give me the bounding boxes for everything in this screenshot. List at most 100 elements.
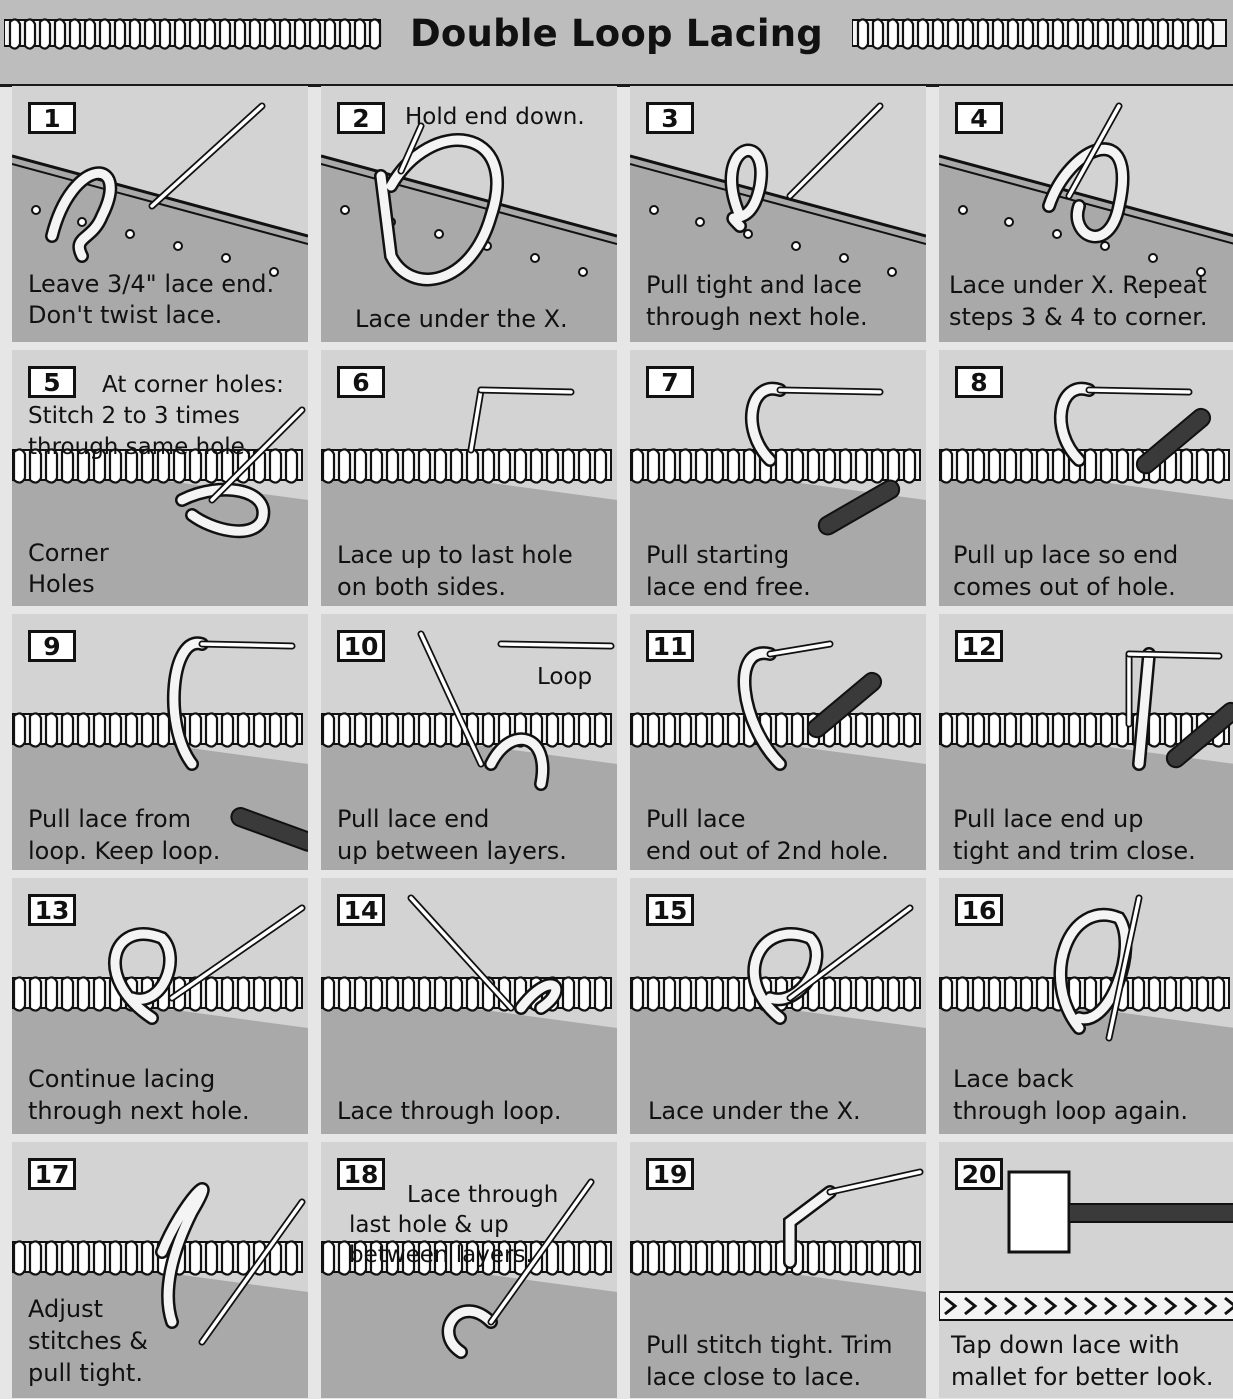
- laced-stitch: [339, 713, 350, 746]
- needle: [481, 390, 571, 392]
- step-panel-10: 10 Loop Pull lace end up between layers.: [321, 614, 617, 870]
- laced-stitch: [286, 449, 297, 482]
- step-caption-line: Leave 3/4" lace end.: [28, 269, 274, 300]
- laced-stitch: [563, 1241, 574, 1274]
- needle: [501, 644, 611, 646]
- step-caption-line: lace close to lace.: [646, 1362, 861, 1393]
- laced-stitch: [286, 713, 297, 746]
- step-number: 1: [28, 102, 76, 134]
- lacing-border-right-icon: [852, 8, 1230, 58]
- laced-stitch: [46, 977, 57, 1010]
- punched-hole: [174, 242, 182, 250]
- laced-stitch: [1085, 713, 1096, 746]
- mallet-head: [1009, 1172, 1069, 1252]
- laced-stitch: [270, 713, 281, 746]
- laced-stitch: [1181, 449, 1192, 482]
- laced-stitch: [1101, 713, 1112, 746]
- laced-stitch: [941, 977, 952, 1010]
- laced-stitch: [744, 449, 755, 482]
- laced-stitch: [728, 713, 739, 746]
- braid-stitch: [1173, 19, 1183, 48]
- step-caption-line: Pull stitch tight. Trim: [646, 1330, 893, 1361]
- laced-stitch: [840, 977, 851, 1010]
- laced-stitch: [632, 449, 643, 482]
- laced-stitch: [1165, 713, 1176, 746]
- needle: [1129, 654, 1219, 656]
- laced-stitch: [531, 449, 542, 482]
- laced-stitch: [14, 1241, 25, 1274]
- laced-stitch: [1101, 449, 1112, 482]
- laced-stitch: [435, 449, 446, 482]
- step-note-line: Stitch 2 to 3 times: [28, 401, 240, 431]
- laced-stitch: [62, 1241, 73, 1274]
- laced-stitch: [387, 449, 398, 482]
- laced-stitch: [840, 1241, 851, 1274]
- laced-stitch: [206, 1241, 217, 1274]
- steps-grid: 1 Leave 3/4" lace end. Don't twist lace.…: [12, 86, 1233, 1399]
- laced-stitch: [808, 449, 819, 482]
- step-note-line: At corner holes:: [102, 370, 284, 400]
- laced-stitch: [1053, 449, 1064, 482]
- laced-stitch: [957, 449, 968, 482]
- laced-stitch: [1213, 977, 1224, 1010]
- punched-hole: [1149, 254, 1157, 262]
- laced-stitch: [904, 1241, 915, 1274]
- punched-hole: [840, 254, 848, 262]
- braid-stitch: [1053, 19, 1063, 48]
- step-number: 11: [646, 630, 694, 662]
- laced-stitch: [222, 977, 233, 1010]
- laced-stitch: [696, 1241, 707, 1274]
- laced-stitch: [435, 977, 446, 1010]
- laced-stitch: [190, 713, 201, 746]
- laced-stitch: [872, 449, 883, 482]
- laced-stitch: [957, 977, 968, 1010]
- laced-stitch: [595, 1241, 606, 1274]
- needle: [1089, 390, 1189, 392]
- braid-stitch: [1128, 19, 1138, 48]
- step-panel-8: 8 Pull up lace so end comes out of hole.: [939, 350, 1233, 606]
- step-caption-line: Lace back: [953, 1064, 1074, 1095]
- step-number: 2: [337, 102, 385, 134]
- braid-stitch: [933, 19, 943, 48]
- laced-stitch: [355, 977, 366, 1010]
- laced-stitch: [94, 1241, 105, 1274]
- step-note-line: through same hole.: [28, 432, 252, 462]
- laced-stitch: [14, 449, 25, 482]
- laced-stitch: [1021, 977, 1032, 1010]
- laced-stitch: [435, 713, 446, 746]
- laced-stitch: [648, 1241, 659, 1274]
- laced-stitch: [973, 713, 984, 746]
- laced-stitch: [664, 1241, 675, 1274]
- braid-stitch: [978, 19, 988, 48]
- step-caption-line: Tap down lace with: [951, 1330, 1180, 1361]
- laced-stitch: [419, 449, 430, 482]
- braid-stitch: [1188, 19, 1198, 48]
- punched-hole: [792, 242, 800, 250]
- step-panel-4: 4 Lace under X. Repeat steps 3 & 4 to co…: [939, 86, 1233, 342]
- punched-hole: [696, 218, 704, 226]
- laced-stitch: [78, 977, 89, 1010]
- laced-stitch: [238, 713, 249, 746]
- step-note-line: Lace through: [407, 1180, 558, 1210]
- laced-stitch: [1165, 977, 1176, 1010]
- laced-stitch: [579, 1241, 590, 1274]
- laced-stitch: [1053, 713, 1064, 746]
- punched-hole: [78, 218, 86, 226]
- step-panel-9: 9 Pull lace from loop. Keep loop.: [12, 614, 308, 870]
- step-number: 4: [955, 102, 1003, 134]
- braid-stitch: [858, 19, 868, 48]
- laced-stitch: [712, 1241, 723, 1274]
- step-caption-line: on both sides.: [337, 572, 506, 603]
- laced-stitch: [403, 977, 414, 1010]
- laced-stitch: [1005, 713, 1016, 746]
- laced-stitch: [680, 977, 691, 1010]
- punched-hole: [650, 206, 658, 214]
- laced-stitch: [339, 449, 350, 482]
- laced-stitch: [1021, 449, 1032, 482]
- laced-stitch: [1085, 449, 1096, 482]
- needle: [152, 106, 262, 206]
- laced-stitch: [30, 1241, 41, 1274]
- step-panel-18: 18 Lace through last hole & up between l…: [321, 1142, 617, 1398]
- braid-stitch: [888, 19, 898, 48]
